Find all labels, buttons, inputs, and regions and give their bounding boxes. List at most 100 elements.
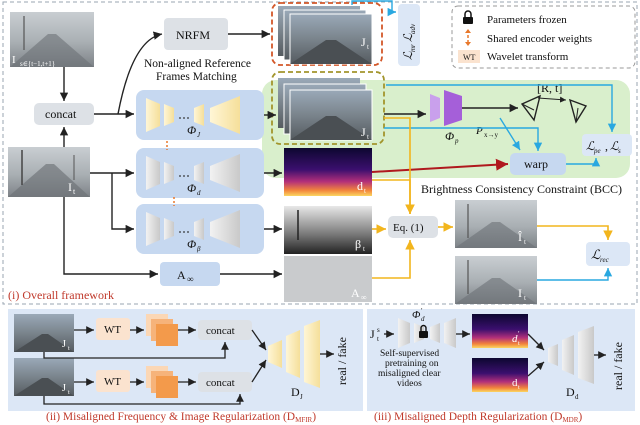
panel-iii-content: J s t Φ ′ d Self-supervised pretraining …: [370, 307, 625, 401]
jt-mid-label: J: [361, 125, 366, 139]
panel3-caption: (iii) Misaligned Depth Regularization (D…: [374, 411, 582, 424]
panel2-wt-top: WT: [104, 324, 121, 336]
loss-rec-box: [586, 242, 630, 266]
loss-pe-s-box: [582, 134, 632, 156]
phi-d-label: Φ: [187, 181, 196, 195]
a-inf-img-sub: ∞: [361, 293, 367, 302]
loss-mr-sub: mr: [409, 44, 417, 52]
panel2-jt-bot-sub: t: [68, 390, 70, 396]
jt-mid-stack: J t: [278, 78, 373, 141]
loss-mr-symbol: ℒ: [401, 51, 415, 60]
concat-label: concat: [45, 107, 77, 121]
loss-mr-adv-box: [398, 4, 420, 66]
panel3-text-3: misaligned clear: [378, 369, 441, 379]
nrfm-label: NRFM: [176, 28, 210, 42]
dt-label: d: [357, 179, 363, 193]
phi-p-label: Φ: [445, 129, 454, 143]
legend: Parameters frozen Shared encoder weights…: [451, 5, 636, 69]
eq1-box: [388, 216, 438, 238]
phi-p-sub: p: [454, 137, 459, 145]
panel-ii-content: J t J t WT WT concat concat D J real / f…: [14, 314, 349, 405]
i-hat-sub: t: [524, 238, 526, 246]
panel3-dt-prime-sub: t: [518, 341, 520, 347]
loss-adv-sub: adv: [409, 23, 417, 34]
phi-beta-sub: β: [196, 245, 201, 253]
jt-top-frame: [271, 2, 383, 66]
loss-s-sub: s: [618, 147, 621, 155]
rt-label: [R, t]: [537, 81, 562, 95]
panel2-jt-top-label: J: [62, 339, 66, 350]
nrfm-box: [164, 18, 228, 50]
it-input-image: I t: [8, 147, 90, 197]
panel3-real-fake: real / fake: [611, 342, 625, 390]
beta-t-label: β: [355, 237, 361, 251]
a-inf-img-label: A: [351, 286, 360, 300]
depth-map-image: d t: [284, 148, 372, 196]
panel2-dj-label: D: [291, 385, 300, 399]
jt-top-label: J: [361, 35, 366, 49]
panel3-dt-label: d: [512, 377, 518, 389]
jt-mid-frame: [271, 71, 385, 145]
loss-pe-sub: pe: [593, 147, 601, 155]
it-label: I: [68, 180, 72, 194]
warp-label: warp: [524, 157, 548, 171]
jt-top-sub: t: [367, 43, 369, 51]
panel2-wt-bot: WT: [104, 376, 121, 388]
dt-sub: t: [364, 187, 366, 195]
a-inf-box-sub: ∞: [187, 274, 193, 284]
phi-j-label: Φ: [187, 123, 196, 137]
a-inf-box: [160, 262, 220, 286]
loss-pe-s-symbol: ℒ: [586, 139, 595, 153]
loss-s-symbol: ℒ: [610, 139, 619, 153]
phi-beta-encoder: Φ β: [136, 204, 264, 254]
panel3-dt-prime-sup: ′: [518, 330, 520, 338]
it-bottom-sub: t: [524, 294, 526, 302]
eq1-label: Eq. (1): [393, 222, 424, 234]
input-seq-label: I: [12, 54, 16, 66]
legend-shared-label: Shared encoder weights: [487, 33, 592, 45]
panel2-concat-top: concat: [206, 325, 235, 337]
jt-mid-sub: t: [367, 133, 369, 141]
panel3-lock-icon: [419, 324, 428, 338]
shared-weights-icon: [465, 29, 471, 46]
beta-t-sub: t: [363, 245, 365, 253]
panel3-jt-sub: t: [377, 335, 379, 343]
framework-arrows: [59, 0, 617, 281]
camera-pose-icons: [520, 94, 588, 124]
wt-icon-label: WT: [463, 53, 476, 62]
it-bottom-image: I t: [455, 256, 537, 304]
nrfm-caption-2: Frames Matching: [156, 71, 237, 83]
phi-d-sub: d: [197, 189, 201, 197]
phi-p-encoder: Φ p: [430, 90, 462, 145]
pxy-label: P: [475, 125, 483, 137]
panel3-jt-label: J: [370, 327, 375, 341]
phi-beta-label: Φ: [187, 237, 196, 251]
bcc-caption: Brightness Consistency Constraint (BCC): [421, 182, 622, 196]
panel3-text-4: videos: [397, 379, 422, 389]
panel3-text-1: Self-supervised: [380, 348, 439, 359]
it-sub: t: [73, 187, 76, 196]
pxy-sub: x→y: [484, 131, 499, 139]
panel2-dj-sub: J: [300, 393, 303, 401]
panel3-phi-label: Φ: [412, 309, 421, 321]
panel3-text-2: pretraining on: [385, 359, 439, 369]
panel3-dd-label: D: [566, 385, 575, 399]
panel2-caption: (ii) Misaligned Frequency & Image Regula…: [46, 411, 316, 424]
warp-box: [510, 153, 566, 175]
panel3-phi-sub: d: [421, 315, 425, 323]
phi-d-encoder: Φ d: [136, 148, 264, 198]
panel3-phi-sup: ′: [421, 307, 423, 315]
i-hat-label: Î: [518, 230, 522, 244]
phi-j-sub: J: [197, 131, 201, 139]
nrfm-caption-1: Non-aligned Reference: [144, 58, 251, 70]
a-inf-box-label: A: [177, 268, 186, 282]
panel2-concat-bot: concat: [206, 377, 235, 389]
loss-pe-comma: ,: [605, 139, 608, 153]
lock-icon: [463, 10, 473, 24]
panel3-dt-prime-label: d: [512, 333, 518, 345]
it-bottom-label: I: [518, 286, 522, 300]
input-sequence-image: I s∈{t−1,t+1}: [10, 12, 94, 68]
wt-icon: [458, 50, 480, 63]
phi-j-encoder: Φ J: [136, 90, 264, 140]
